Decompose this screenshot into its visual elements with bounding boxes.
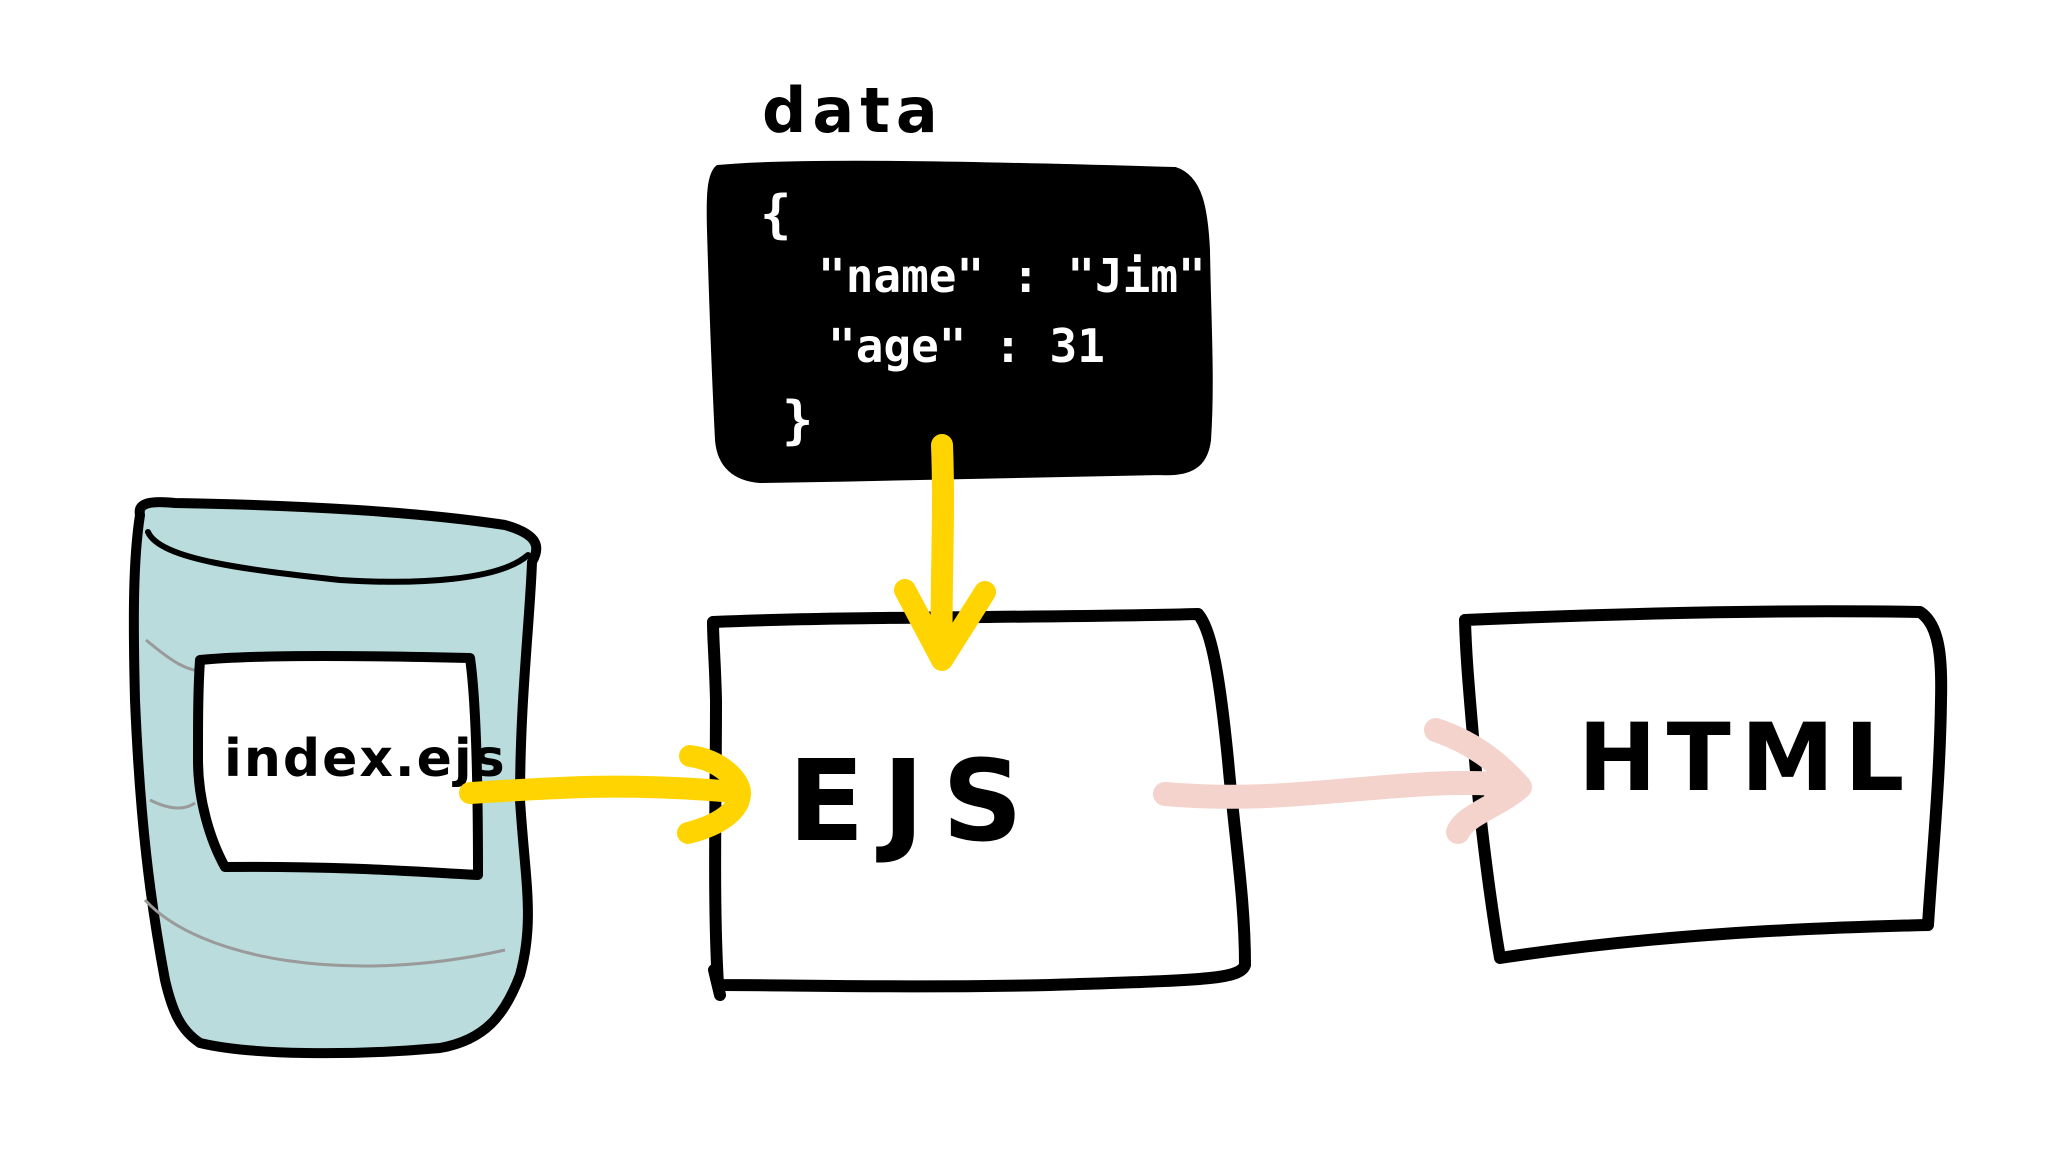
- data-to-ejs-arrow: [894, 434, 996, 671]
- code-line-age: "age" : 31: [828, 319, 1105, 373]
- data-json-box: { "name" : "Jim", "age" : 31 }: [706, 160, 1233, 484]
- ejs-to-html-arrow: [1153, 718, 1532, 844]
- ejs-engine-box: EJS: [707, 608, 1251, 1001]
- code-close-brace: }: [782, 391, 813, 451]
- template-cylinder: index.ejs: [128, 497, 542, 1059]
- template-file-label: index.ejs: [224, 729, 507, 789]
- code-open-brace: {: [760, 185, 791, 245]
- html-output-box: HTML: [1459, 605, 1948, 964]
- data-heading: data: [762, 74, 944, 147]
- ejs-label: EJS: [788, 737, 1041, 867]
- code-line-name: "name" : "Jim",: [818, 249, 1233, 303]
- html-label: HTML: [1578, 704, 1914, 813]
- template-to-ejs-arrow: [459, 745, 751, 844]
